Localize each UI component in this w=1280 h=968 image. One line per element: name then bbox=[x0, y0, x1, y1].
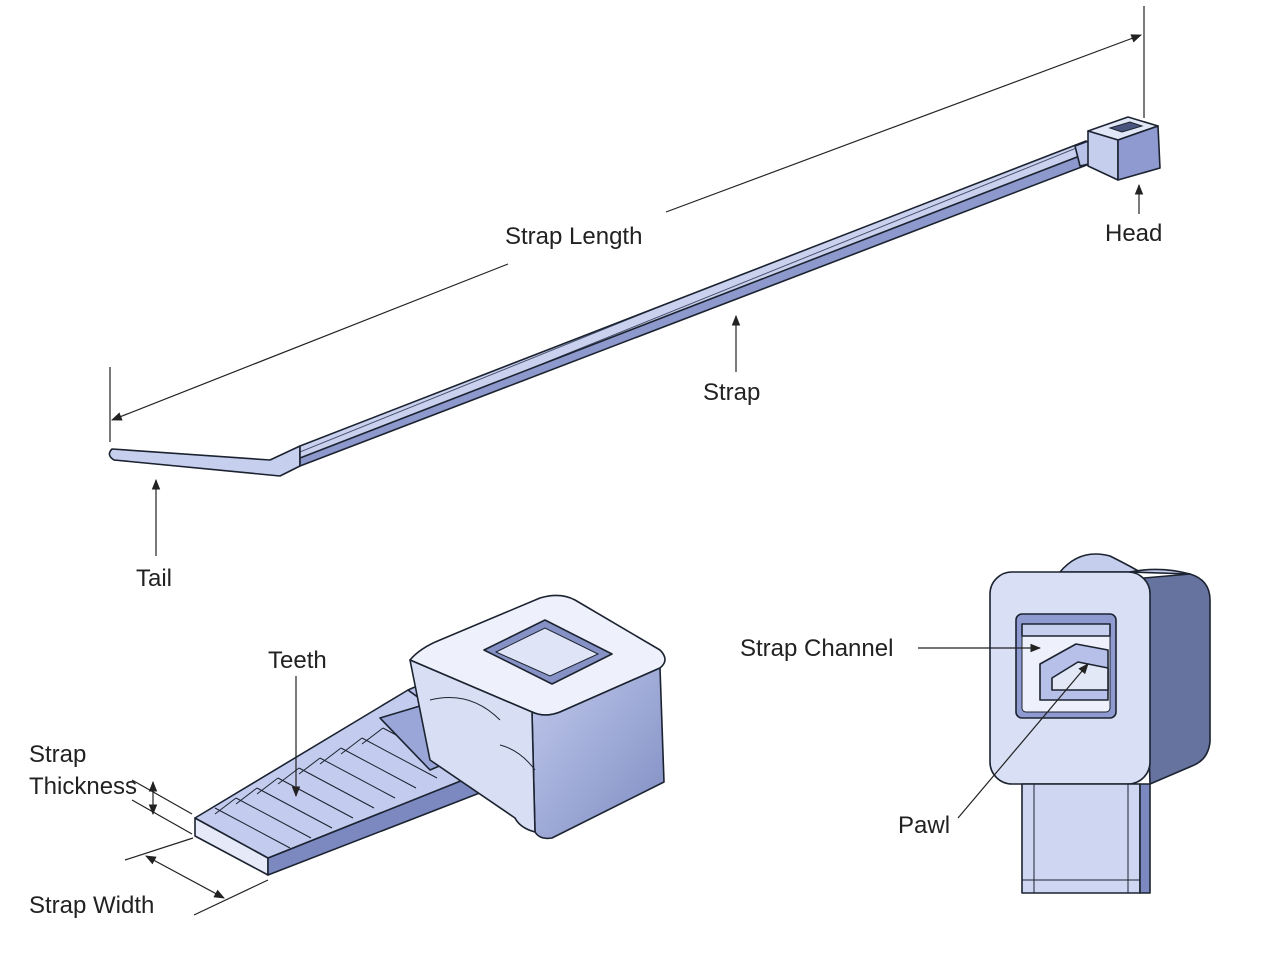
head-strap-detail-view bbox=[194, 594, 666, 876]
strap-thickness-dimension bbox=[131, 779, 193, 835]
head-label: Head bbox=[1105, 220, 1162, 247]
pawl-pointer bbox=[957, 663, 1089, 819]
strap-length-dimension bbox=[109, 6, 1145, 442]
tie-tail-shape bbox=[108, 445, 301, 477]
strap-thickness-label-line1: Strap bbox=[29, 741, 86, 768]
strap-width-label: Strap Width bbox=[29, 892, 154, 919]
strap-width-dimension bbox=[124, 837, 269, 916]
strap-channel-label: Strap Channel bbox=[740, 635, 893, 662]
strap-thickness-label-line2: Thickness bbox=[29, 773, 137, 800]
teeth-label: Teeth bbox=[268, 647, 327, 674]
cable-tie-full-view bbox=[108, 116, 1161, 477]
tie-strap-underside bbox=[299, 151, 1093, 467]
tail-label: Tail bbox=[136, 565, 172, 592]
strap-length-label: Strap Length bbox=[505, 223, 642, 250]
pawl-label: Pawl bbox=[898, 812, 950, 839]
tie-head-shape bbox=[1087, 116, 1161, 181]
strap-label: Strap bbox=[703, 379, 760, 406]
tie-tail-underside bbox=[113, 459, 301, 477]
head-front-view bbox=[989, 553, 1211, 894]
